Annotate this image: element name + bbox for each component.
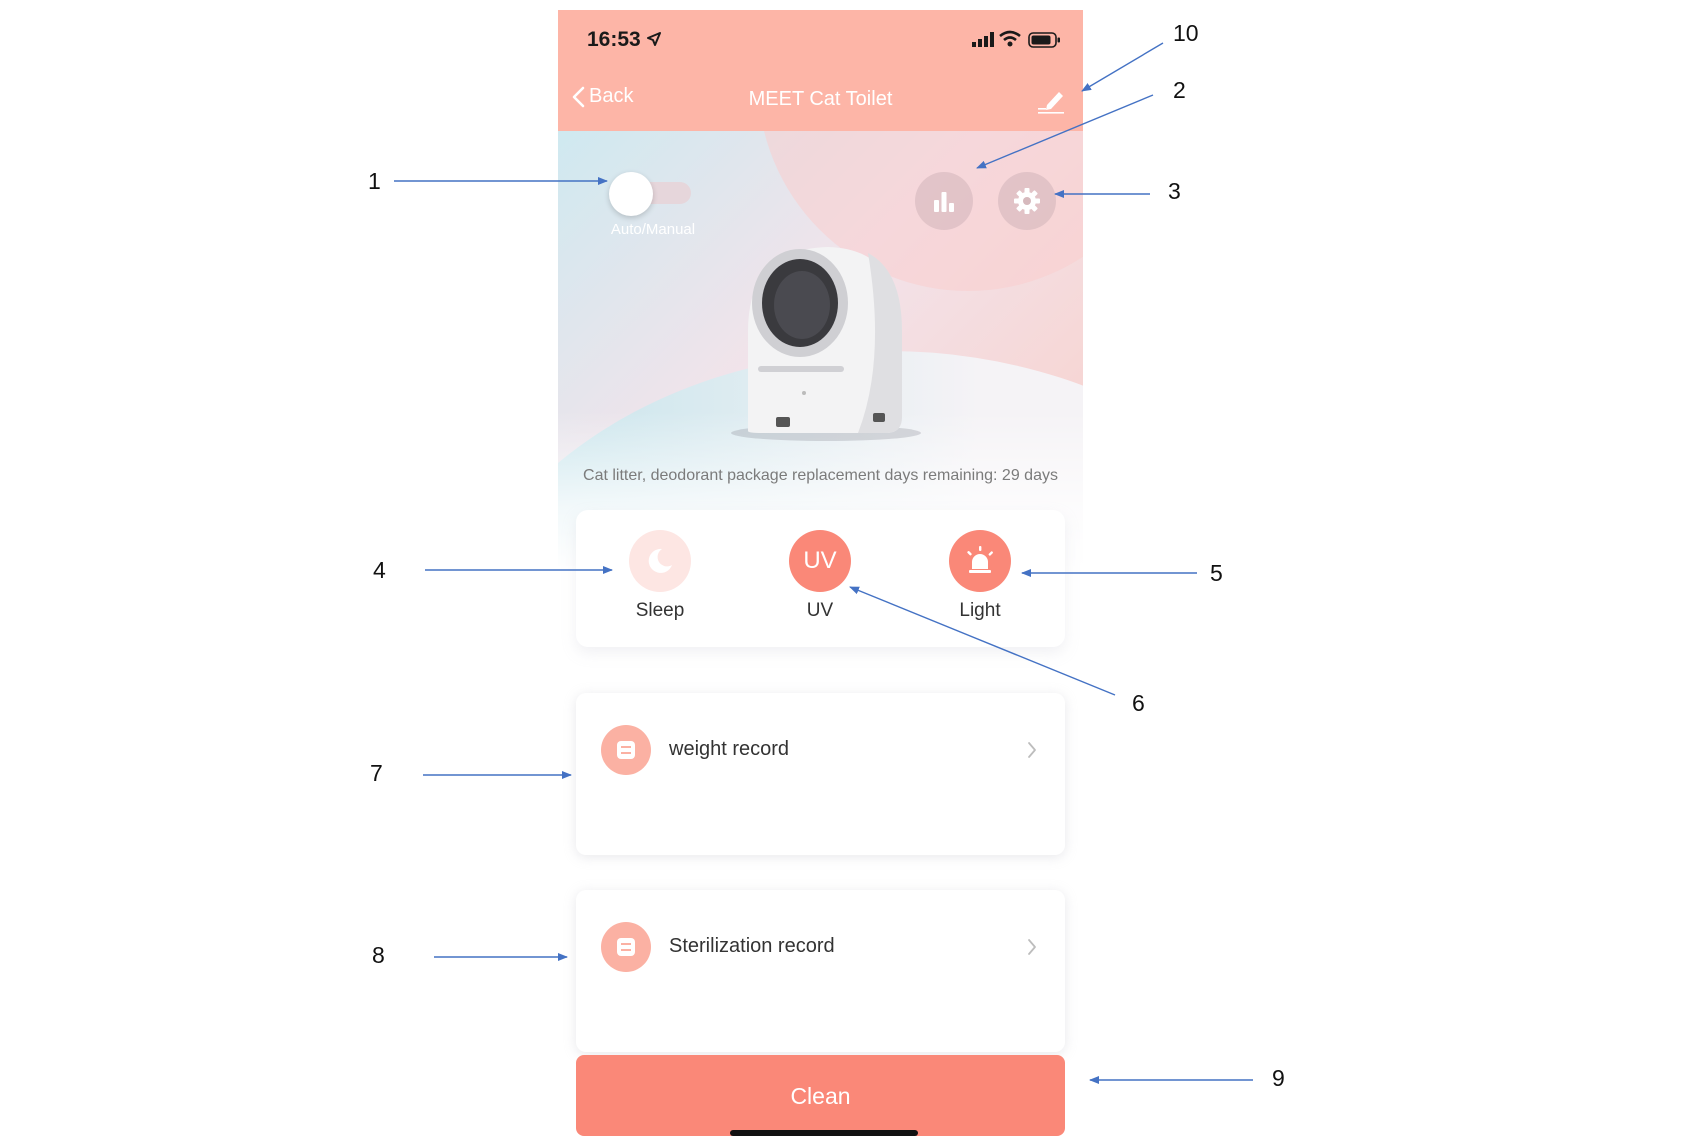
sterilization-record-label: Sterilization record — [669, 935, 835, 957]
clean-button[interactable]: Clean — [576, 1055, 1065, 1136]
gear-icon — [1014, 188, 1040, 214]
mode-controls-card: Sleep UV UV Light — [576, 510, 1065, 647]
battery-icon — [1028, 32, 1060, 48]
sleep-mode-circle — [629, 530, 691, 592]
cellular-signal-icon — [972, 32, 994, 47]
annotation-number-5: 5 — [1210, 560, 1223, 586]
annotation-number-9: 9 — [1272, 1065, 1285, 1091]
light-mode-button[interactable]: Light — [920, 530, 1040, 622]
sterilization-record-item[interactable]: Sterilization record — [576, 890, 1065, 1052]
document-icon — [617, 938, 635, 956]
annotation-number-10: 10 — [1173, 20, 1199, 46]
device-hero: Auto/Manual — [558, 131, 1083, 566]
weight-record-label: weight record — [669, 738, 790, 760]
back-button[interactable]: Back — [572, 85, 633, 108]
uv-mode-label: UV — [806, 600, 834, 621]
phone-screen: 16:53 Back MEET Cat Toilet — [558, 10, 1083, 1136]
annotation-number-2: 2 — [1173, 77, 1186, 103]
light-mode-circle — [949, 530, 1011, 592]
location-arrow-icon — [647, 32, 661, 46]
alarm-light-icon — [967, 546, 993, 573]
chevron-right-icon — [1028, 939, 1036, 955]
sleep-mode-button[interactable]: Sleep — [600, 530, 720, 622]
bar-chart-icon — [934, 192, 954, 212]
home-indicator[interactable] — [730, 1130, 918, 1136]
status-time: 16:53 — [587, 28, 641, 51]
edit-icon[interactable] — [1037, 88, 1067, 114]
auto-manual-toggle[interactable] — [609, 172, 693, 216]
annotation-arrow-10 — [1081, 42, 1164, 92]
wifi-icon — [999, 30, 1021, 47]
record-icon-circle — [601, 922, 651, 972]
annotation-number-1: 1 — [368, 168, 381, 194]
record-icon-circle — [601, 725, 651, 775]
uv-mode-button[interactable]: UV UV — [760, 530, 880, 622]
statistics-button[interactable] — [915, 172, 973, 230]
document-icon — [617, 741, 635, 759]
annotation-number-3: 3 — [1168, 178, 1181, 204]
back-label: Back — [589, 85, 634, 107]
toggle-knob — [609, 172, 653, 216]
page-title: MEET Cat Toilet — [748, 88, 893, 110]
chevron-left-icon — [572, 86, 585, 107]
settings-button[interactable] — [998, 172, 1056, 230]
annotation-number-4: 4 — [373, 557, 386, 583]
chevron-right-icon — [1028, 742, 1036, 758]
moon-icon — [648, 548, 672, 573]
annotation-number-8: 8 — [372, 942, 385, 968]
uv-icon: UV — [803, 547, 837, 574]
toggle-label: Auto/Manual — [610, 221, 696, 238]
replacement-days-text: Cat litter, deodorant package replacemen… — [583, 467, 1058, 484]
weight-record-item[interactable]: weight record — [576, 693, 1065, 855]
navigation-bar: Back MEET Cat Toilet — [558, 70, 1083, 131]
light-mode-label: Light — [959, 600, 1001, 621]
cat-toilet-image — [731, 247, 921, 441]
annotation-arrow-2 — [976, 94, 1154, 169]
uv-mode-circle: UV — [789, 530, 851, 592]
status-bar: 16:53 — [558, 10, 1083, 70]
annotation-number-7: 7 — [370, 760, 383, 786]
annotation-arrow-6 — [849, 586, 1116, 696]
sleep-mode-label: Sleep — [635, 600, 685, 621]
annotation-number-6: 6 — [1132, 690, 1145, 716]
